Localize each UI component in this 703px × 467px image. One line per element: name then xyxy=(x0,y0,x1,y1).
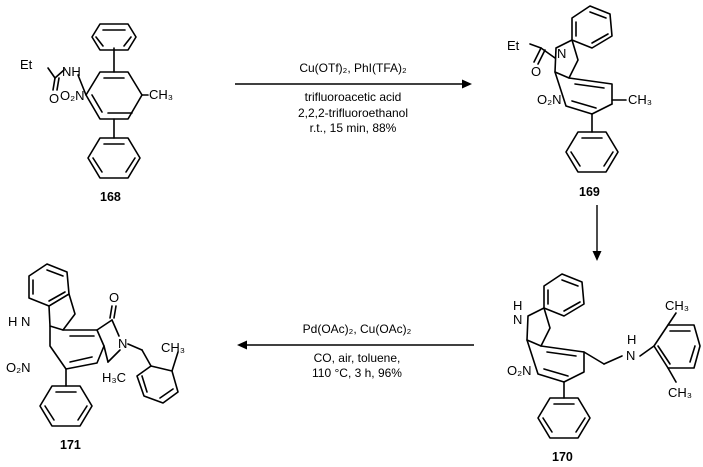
compound-170-structure xyxy=(526,273,701,439)
atom-ethyl-168: Et xyxy=(20,57,33,72)
atom-nh-168: NH xyxy=(62,64,81,79)
reagents-step-3: Pd(OAc)₂, Cu(OAc)₂ xyxy=(303,322,412,336)
condition-step-1-line-2: 2,2,2-trifluoroethanol xyxy=(298,106,408,120)
atom-nitro-171: O₂N xyxy=(6,360,31,375)
condition-step-3-line-2: 110 °C, 3 h, 96% xyxy=(312,366,402,380)
reagents-step-1: Cu(OTf)₂, PhI(TFA)₂ xyxy=(299,61,407,75)
atom-nitro-169: O₂N xyxy=(537,92,562,107)
reaction-arrow-1 xyxy=(235,79,472,89)
compound-label-171: 171 xyxy=(60,438,81,452)
atom-nh-n-170: N xyxy=(626,348,635,363)
atom-oxygen-169: O xyxy=(531,64,541,79)
atom-methyl-171: CH₃ xyxy=(161,340,185,355)
reaction-arrow-3 xyxy=(237,340,474,350)
atom-oxygen-171: O xyxy=(109,290,119,305)
atom-methyl-bottom-170: CH₃ xyxy=(668,385,692,400)
condition-step-1-line-1: trifluoroacetic acid xyxy=(305,90,402,104)
atom-methyl-168: CH₃ xyxy=(149,87,173,102)
reaction-arrow-2 xyxy=(592,205,602,261)
compound-168-structure xyxy=(47,23,149,179)
atom-methyl-169: CH₃ xyxy=(628,92,652,107)
condition-step-1-line-3: r.t., 15 min, 88% xyxy=(310,121,397,135)
atom-nh-h-170: H xyxy=(627,332,636,347)
compound-label-170: 170 xyxy=(552,450,573,464)
condition-step-3-line-1: CO, air, toluene, xyxy=(314,351,401,365)
atom-ethyl-169: Et xyxy=(507,38,520,53)
atom-hn-171: H N xyxy=(8,314,30,329)
atom-oxygen-168: O xyxy=(49,91,59,106)
atom-nitrogen-169: N xyxy=(557,46,566,61)
atom-nitro-168: O₂N xyxy=(60,88,85,103)
compound-label-168: 168 xyxy=(100,190,121,204)
compound-171-structure xyxy=(28,263,179,427)
atom-nitro-170: O₂N xyxy=(507,363,532,378)
atom-nitrogen-171: N xyxy=(118,336,127,351)
compound-label-169: 169 xyxy=(579,185,600,199)
compound-169-structure xyxy=(529,5,627,173)
atom-h3c-171: H₃C xyxy=(102,370,126,385)
atom-nitrogen-170: N xyxy=(513,312,522,327)
atom-h-170: H xyxy=(513,298,522,313)
atom-methyl-top-170: CH₃ xyxy=(665,298,689,313)
